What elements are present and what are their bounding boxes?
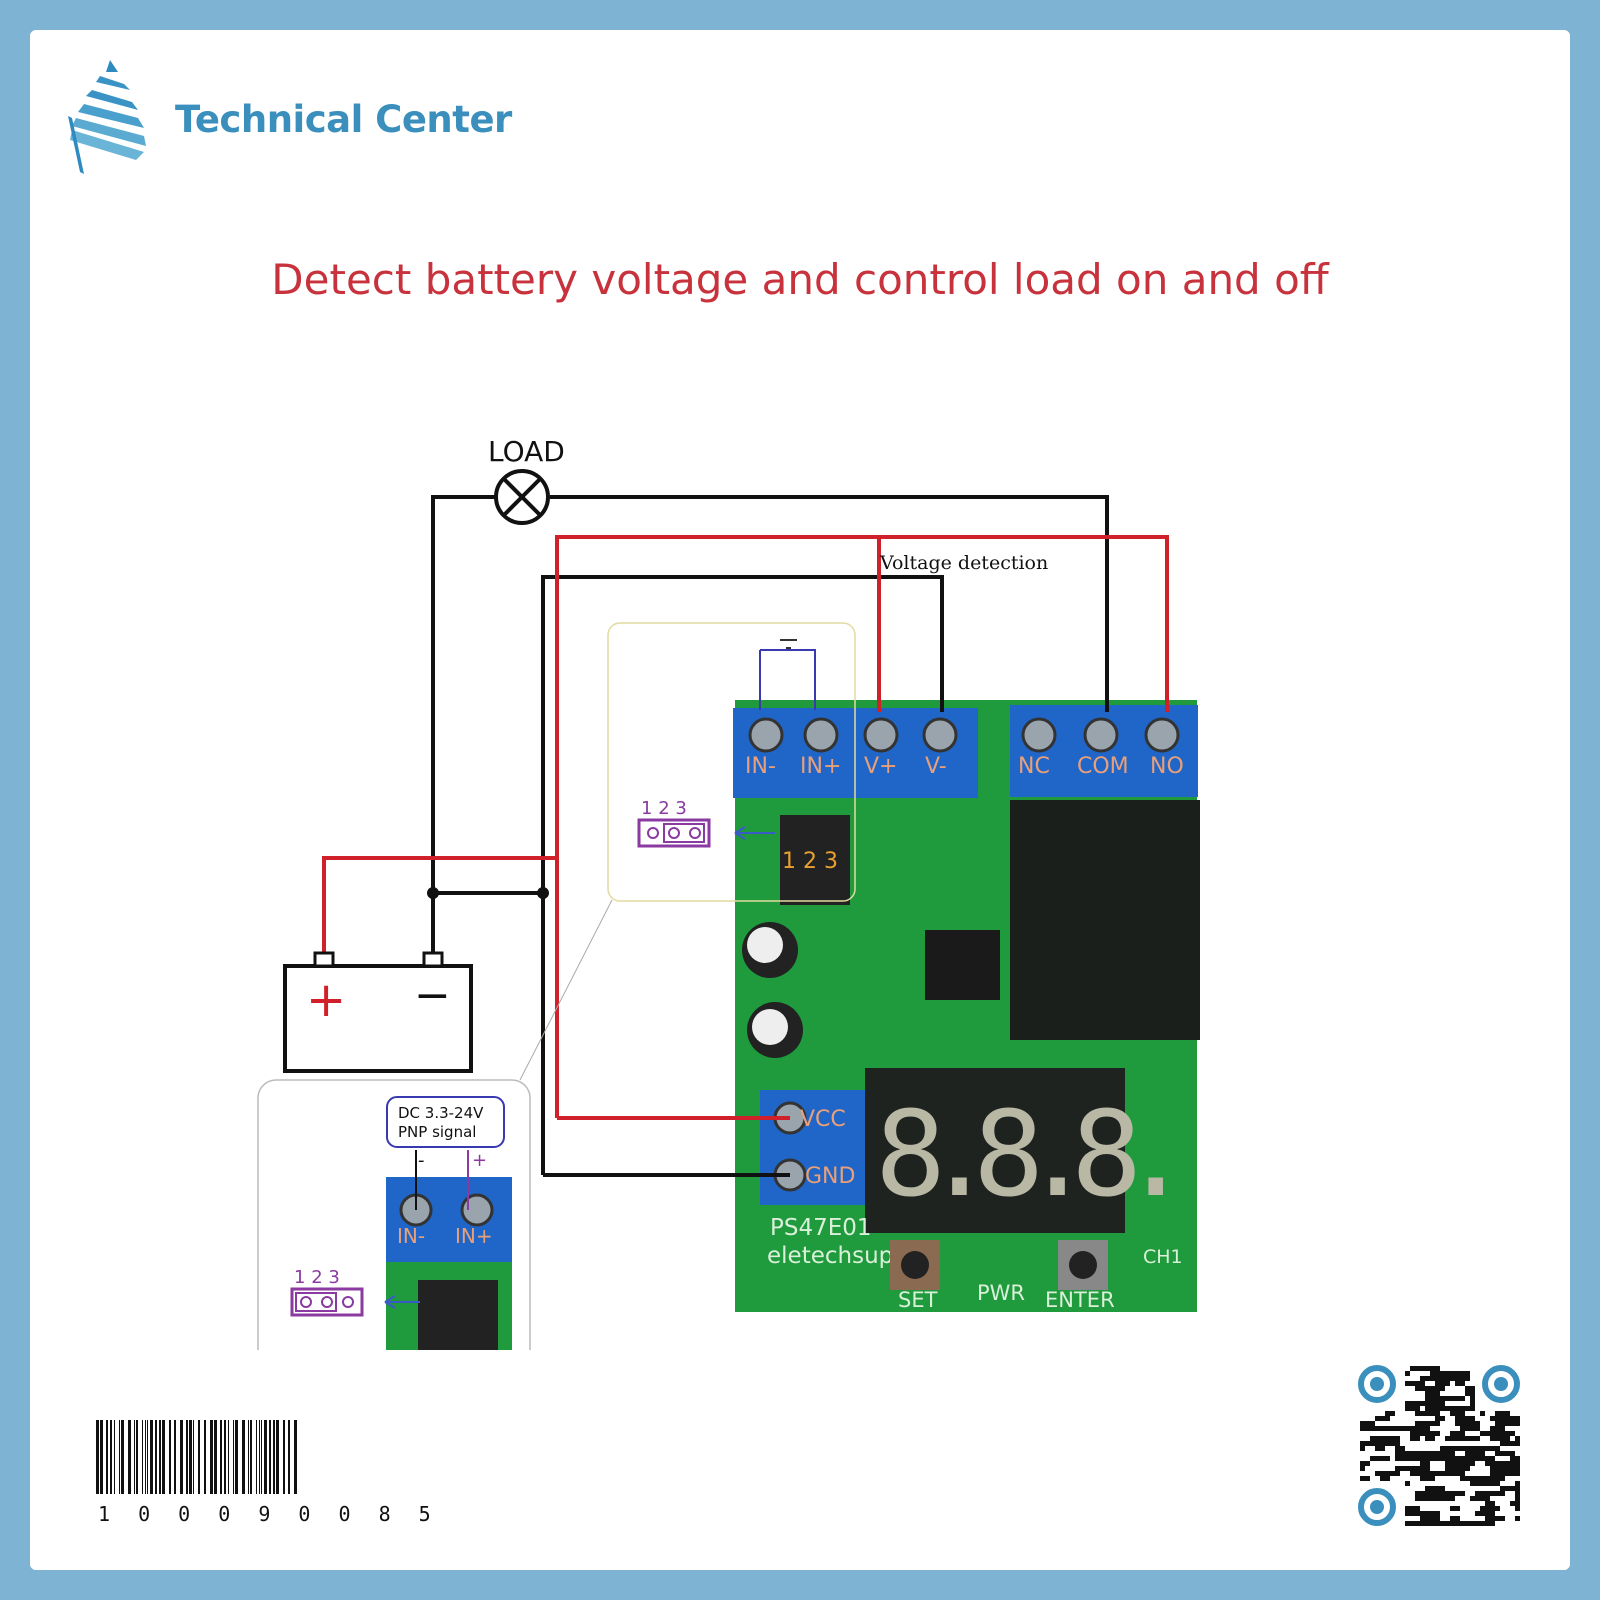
qr-code-icon <box>1358 1365 1520 1526</box>
inset-jumper-icon <box>290 1287 364 1317</box>
headline: Detect battery voltage and control load … <box>271 255 1329 304</box>
board-model: PS47E01 <box>770 1215 872 1241</box>
terminal-label-vcc: VCC <box>800 1107 846 1132</box>
board-jumper-numbers: 1 2 3 <box>782 849 838 874</box>
terminal-label-com: COM <box>1077 754 1129 779</box>
terminal-label-in-plus: IN+ <box>800 754 841 779</box>
terminal-label-v-minus: V- <box>925 754 947 779</box>
board-brand: eletechsup <box>767 1243 893 1269</box>
battery-minus: − <box>414 970 451 1021</box>
relay <box>1010 800 1200 1040</box>
seven-segment-display <box>865 1068 1125 1233</box>
load-lamp-icon <box>494 469 550 525</box>
button-label-set: SET <box>898 1288 938 1312</box>
battery-plus: + <box>306 972 346 1028</box>
inset-terminal-in-minus: IN- <box>397 1224 425 1248</box>
jumper-icon <box>637 818 711 848</box>
inset-jumper-numbers: 1 2 3 <box>294 1267 340 1288</box>
inset-terminal-in-plus: IN+ <box>455 1224 493 1248</box>
led-label-pwr: PWR <box>977 1281 1025 1305</box>
brand-name: Technical Center <box>175 98 512 141</box>
load-label: LOAD <box>488 435 565 468</box>
signal-line1: DC 3.3-24V <box>398 1104 484 1122</box>
signal-label-box <box>386 1096 505 1148</box>
signal-line2: PNP signal <box>398 1123 476 1141</box>
display-digits: 8.8.8. <box>875 1085 1169 1223</box>
barcode-number: 1 0 0 0 9 0 0 8 5 <box>98 1502 439 1526</box>
jumper-numbers: 1 2 3 <box>641 798 687 819</box>
terminal-label-v-plus: V+ <box>864 754 897 779</box>
terminal-label-nc: NC <box>1018 754 1050 779</box>
terminal-label-in-minus: IN- <box>745 754 776 779</box>
signal-inset-box <box>257 1079 531 1350</box>
brand-logo-icon <box>68 60 146 174</box>
terminal-block-left <box>733 705 1198 798</box>
led-label-ch1: CH1 <box>1143 1246 1183 1268</box>
signal-minus: - <box>418 1150 425 1171</box>
jumper-callout-box <box>607 622 856 902</box>
barcode <box>96 1420 297 1494</box>
signal-plus: + <box>472 1150 487 1171</box>
button-label-enter: ENTER <box>1045 1288 1115 1312</box>
terminal-label-gnd: GND <box>805 1164 855 1189</box>
battery-icon <box>283 951 473 1073</box>
voltage-detection-label: Voltage detection <box>879 552 1048 574</box>
terminal-label-no: NO <box>1150 754 1184 779</box>
